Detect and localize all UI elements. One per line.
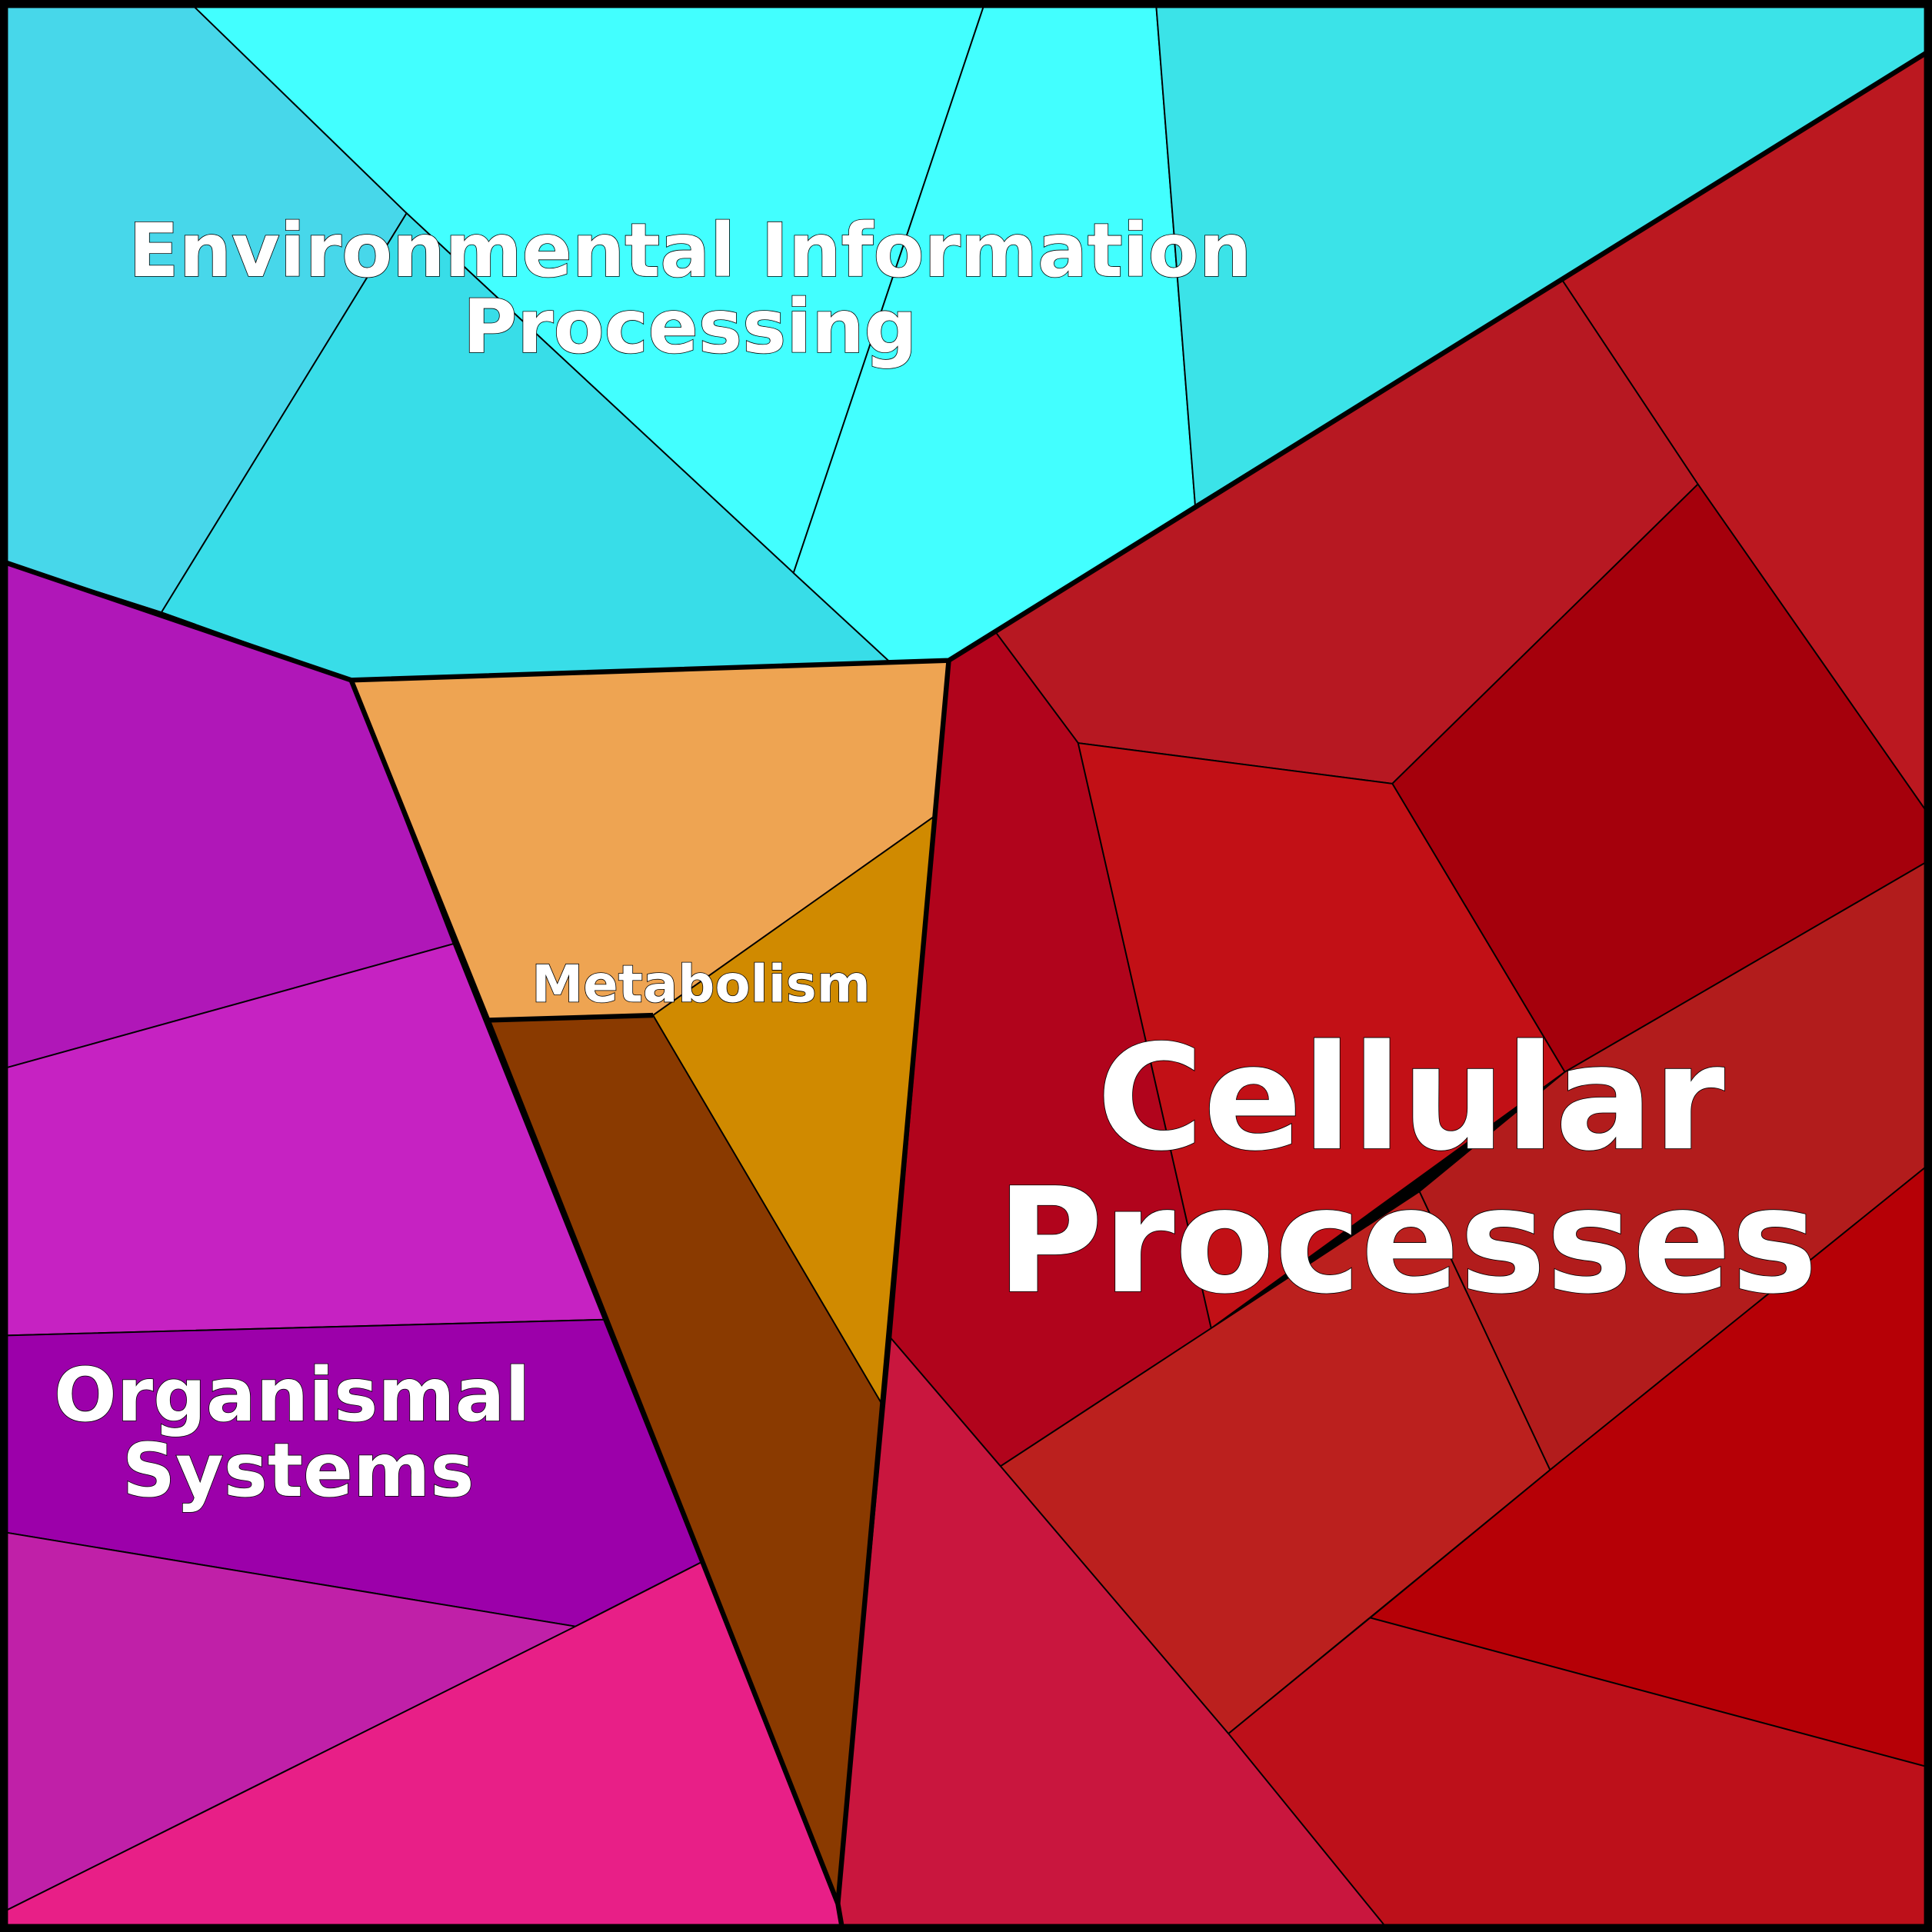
label-metabolism: Metabolism <box>531 954 871 1014</box>
group-organismal-systems <box>0 559 844 1932</box>
label-environmental-information-processing-line2: Processing <box>463 284 918 370</box>
group-cellular-processes <box>837 48 1932 1932</box>
label-cellular-processes: Cellular <box>1097 1014 1725 1183</box>
label-cellular-processes-line2: Processes <box>997 1157 1818 1326</box>
cell <box>1227 1617 1932 1932</box>
label-environmental-information-processing: Environmental Information <box>128 208 1251 294</box>
label-organismal-systems: Organismal <box>54 1352 530 1438</box>
cell <box>1154 0 1932 507</box>
group-environmental-information-processing <box>0 0 1932 681</box>
label-organismal-systems-line2: Systems <box>122 1427 475 1514</box>
group-metabolism <box>350 659 950 1904</box>
